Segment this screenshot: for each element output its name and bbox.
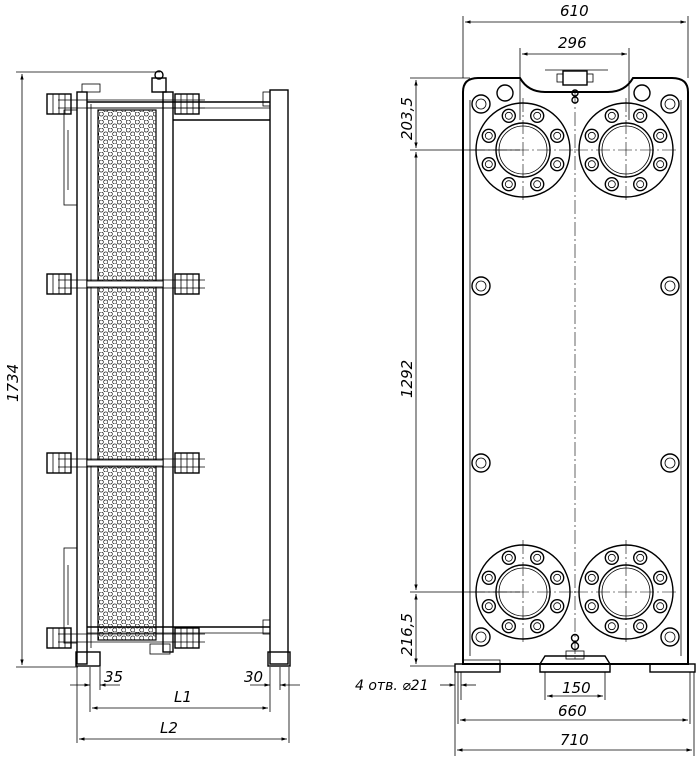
foot-front-left (454, 663, 501, 673)
port-flange (574, 540, 678, 644)
dim-base-width: 710 (457, 731, 692, 752)
corner-bolts (471, 94, 680, 647)
top-port-flange-side (63, 109, 78, 206)
foot-right (267, 651, 291, 667)
port-flanges (471, 98, 678, 644)
dim-label-660: 660 (558, 702, 587, 720)
front-view: 610 296 203,5 1292 216,5 (355, 2, 696, 756)
plate-pack (97, 109, 157, 641)
tie-bolt (46, 93, 205, 115)
front-base (454, 655, 696, 673)
dim-port-spacing: 296 (519, 34, 630, 120)
dim-overall-width: 610 (462, 2, 689, 78)
tie-bolt (46, 452, 205, 474)
tie-bolt (46, 627, 205, 649)
foot-front-right (649, 663, 696, 673)
fixed-frame-plate (76, 91, 88, 665)
dim-label-203-5: 203,5 (398, 97, 416, 140)
dim-label-1292: 1292 (398, 360, 416, 398)
dim-total-height: 1734 (4, 71, 160, 668)
frame-plate-outline (462, 77, 689, 665)
dim-label-296: 296 (558, 34, 587, 52)
dim-label-710: 710 (560, 731, 589, 749)
dim-label-150: 150 (562, 679, 591, 697)
dim-label-216-5: 216,5 (398, 613, 416, 656)
dim-label-610: 610 (560, 2, 589, 20)
top-hanger (545, 69, 608, 104)
dim-vertical: 203,5 1292 216,5 (398, 77, 520, 667)
dim-label-l1: L1 (174, 688, 192, 706)
dim-foot-span: 660 (457, 672, 691, 724)
pressure-plate (162, 91, 174, 653)
dim-holes: 4 отв. ⌀21 (355, 672, 695, 756)
dim-label-35: 35 (104, 668, 123, 686)
support-column (269, 89, 289, 665)
dim-label-30: 30 (244, 668, 263, 686)
dim-base: 35 30 L1 L2 (70, 667, 300, 743)
dim-label-holes: 4 отв. ⌀21 (355, 678, 428, 694)
dim-label-1734: 1734 (4, 364, 22, 402)
lifting-lug (151, 77, 167, 93)
port-flange (574, 98, 678, 202)
tie-bolts (46, 93, 205, 649)
side-view: 1734 35 30 L1 L2 (4, 70, 300, 743)
foot-left (75, 651, 101, 667)
tie-bolt (46, 273, 205, 295)
dim-foot-width: 150 (544, 672, 606, 700)
dim-label-l2: L2 (160, 719, 178, 737)
